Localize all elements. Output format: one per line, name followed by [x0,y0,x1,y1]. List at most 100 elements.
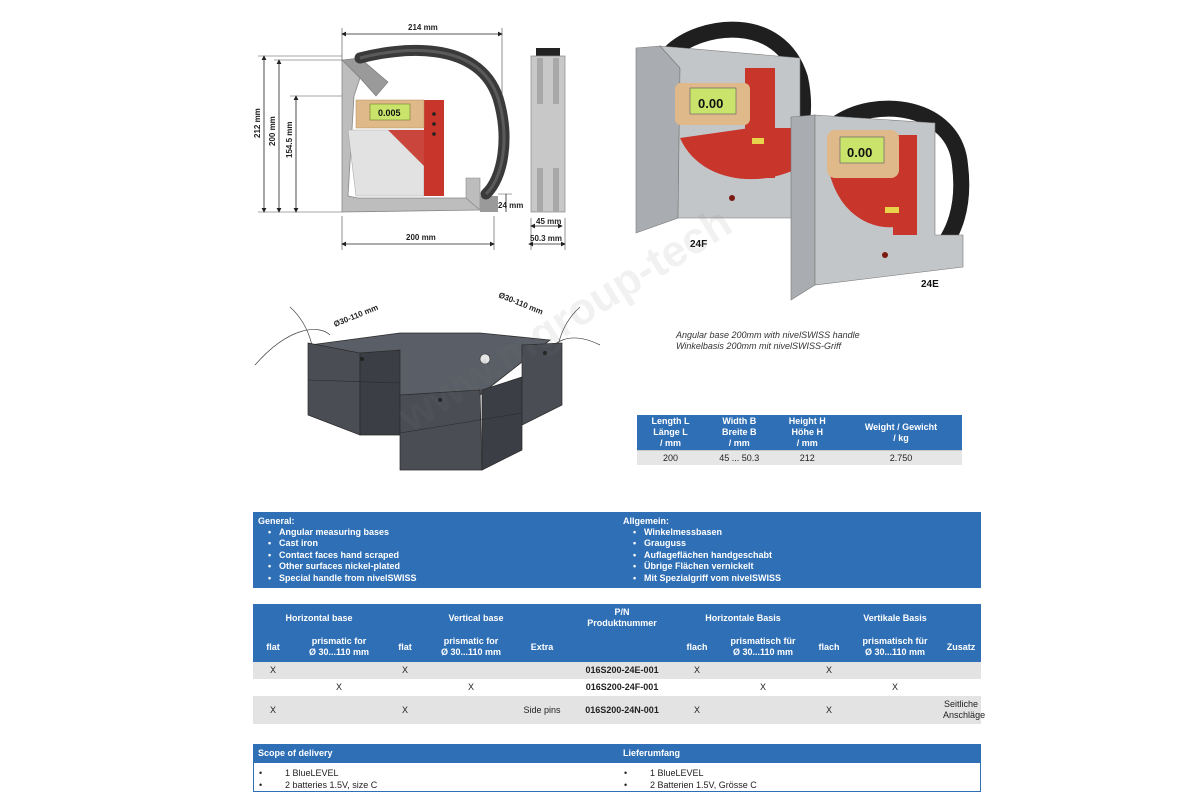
general-de-list: Winkelmessbasen Grauguss Auflageflächen … [623,527,963,584]
base-3d-render: Ø30-110 mm Ø30-110 mm [254,291,601,471]
header-flach: flach [809,632,850,662]
photo-24f-display: 0.00 [698,96,723,111]
cell-height: 212 [774,450,840,465]
cell-hflat: X [253,696,293,724]
list-item: Angular measuring bases [268,527,598,538]
list-item: Übrige Flächen vernickelt [633,561,963,572]
dim-length: 200 mm [406,233,436,242]
label-24f: 24F [690,239,708,250]
list-item: 1 BlueLEVEL [254,767,377,779]
list-item: Grauguss [633,538,963,549]
cell-weight: 2.750 [839,450,962,465]
product-photo-24f: 0.00 [635,21,812,234]
dim-height-prism: 154.5 mm [285,122,294,158]
cell-hbflach [677,679,718,696]
header-flat: flat [253,632,293,662]
cell-extra [517,662,568,679]
cell-hprism: X [293,679,386,696]
cell-pn: 016S200-24F-001 [567,679,678,696]
cell-hbflach: X [677,662,718,679]
dim-width-top: 214 mm [408,23,438,32]
scope-de-list: 1 BlueLEVEL 2 Batterien 1.5V, Grösse C [619,767,757,791]
cell-width: 45 ... 50.3 [704,450,775,465]
drawing-display-value: 0.005 [378,108,401,118]
list-item: Cast iron [268,538,598,549]
scope-en-list: 1 BlueLEVEL 2 batteries 1.5V, size C [254,767,377,791]
caption-en: Angular base 200mm with nivelSWISS handl… [676,330,860,340]
list-item: Mit Spezialgriff vom nivelSWISS [633,573,963,584]
cell-hflat: X [253,662,293,679]
cell-vflat: X [385,696,426,724]
cell-vbflach: X [809,696,850,724]
cell-hbflach: X [677,696,718,724]
general-de-title: Allgemein: [623,516,670,526]
list-item: 1 BlueLEVEL [619,767,757,779]
header-pn-blank [567,632,678,662]
cell-vbprism [849,696,942,724]
list-item: Auflageflächen handgeschabt [633,550,963,561]
cell-vbflach [809,679,850,696]
header-flach: flach [677,632,718,662]
cell-vflat: X [385,662,426,679]
table-row: X X 016S200-24F-001 X X [253,679,982,696]
header-extra: Extra [517,632,568,662]
dim-width-b1: 45 mm [536,217,561,226]
header-vertical-base: Vertical base [385,604,568,632]
list-item: Special handle from nivelSWISS [268,573,598,584]
header-vertikale-basis: Vertikale Basis [809,604,982,632]
cell-hbprism [717,662,810,679]
photo-24e-display: 0.00 [847,145,872,160]
cell-zusatz [941,679,982,696]
cell-vprism [425,662,518,679]
cell-vflat [385,679,426,696]
cell-pn: 016S200-24N-001 [567,696,678,724]
list-item: 2 Batterien 1.5V, Grösse C [619,779,757,791]
cell-length: 200 [637,450,705,465]
header-horizontale-basis: Horizontale Basis [677,604,810,632]
cell-vprism [425,696,518,724]
cell-hbprism: X [717,679,810,696]
photo-caption: Angular base 200mm with nivelSWISS handl… [676,330,860,352]
prism-range-left: Ø30-110 mm [332,303,379,329]
list-item: Contact faces hand scraped [268,550,598,561]
cell-hprism [293,696,386,724]
header-zusatz: Zusatz [941,632,982,662]
scope-title-en: Scope of delivery [258,748,333,758]
technical-drawing: 214 mm 212 mm 200 mm 154.5 mm 0.005 24 m… [253,23,566,250]
cell-zusatz [941,662,982,679]
general-de: Allgemein: Winkelmessbasen Grauguss Aufl… [623,516,963,584]
list-item: Other surfaces nickel-plated [268,561,598,572]
product-photo-24e: 0.00 [790,100,970,301]
dim-base-height: 24 mm [498,201,523,210]
dim-width-b2: 50.3 mm [530,234,562,243]
list-item: Winkelmessbasen [633,527,963,538]
label-24e: 24E [921,279,939,290]
header-horizontal-base: Horizontal base [253,604,386,632]
scope-header: Scope of delivery Lieferumfang [253,744,981,762]
cell-vbflach: X [809,662,850,679]
list-item: 2 batteries 1.5V, size C [254,779,377,791]
caption-de: Winkelbasis 200mm mit nivelSWISS-Griff [676,341,841,351]
table-row: X X 016S200-24E-001 X X [253,662,982,679]
cell-vprism: X [425,679,518,696]
general-en: General: Angular measuring bases Cast ir… [258,516,598,584]
table-row: 200 45 ... 50.3 212 2.750 [637,450,962,465]
cell-extra: Side pins [517,696,568,724]
cell-pn: 016S200-24E-001 [567,662,678,679]
cell-vbprism [849,662,942,679]
cell-hprism [293,662,386,679]
header-weight: Weight / Gewicht/ kg [839,415,962,451]
